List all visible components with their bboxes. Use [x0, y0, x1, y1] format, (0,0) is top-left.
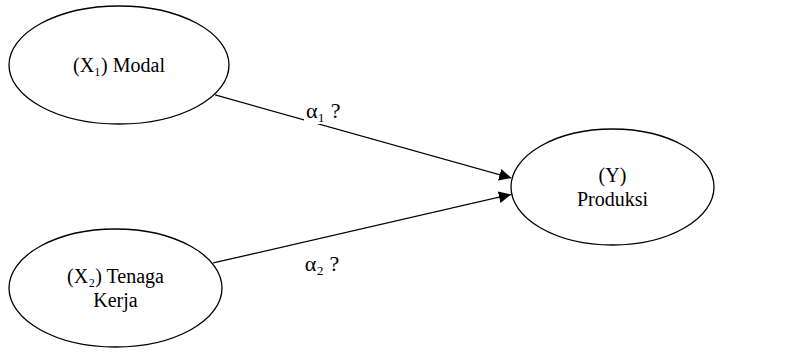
ellipse-node: (Y) Produksi — [510, 128, 715, 246]
node-label: (X₂) Tenaga Kerja — [53, 264, 178, 312]
arrow-connector — [215, 95, 511, 178]
ellipse-node: (X₂) Tenaga Kerja — [8, 228, 223, 348]
path-coefficient: α₂ ? — [303, 251, 341, 277]
ellipse-node: (X₁) Modal — [8, 5, 230, 125]
arrow-connector — [213, 195, 511, 263]
node-label: (Y) Produksi — [565, 163, 660, 211]
node-label: (X₁) Modal — [39, 53, 199, 77]
path-coefficient: α₁ ? — [304, 98, 342, 124]
ellipse-outline — [510, 128, 715, 246]
ellipse-outline — [8, 228, 223, 348]
